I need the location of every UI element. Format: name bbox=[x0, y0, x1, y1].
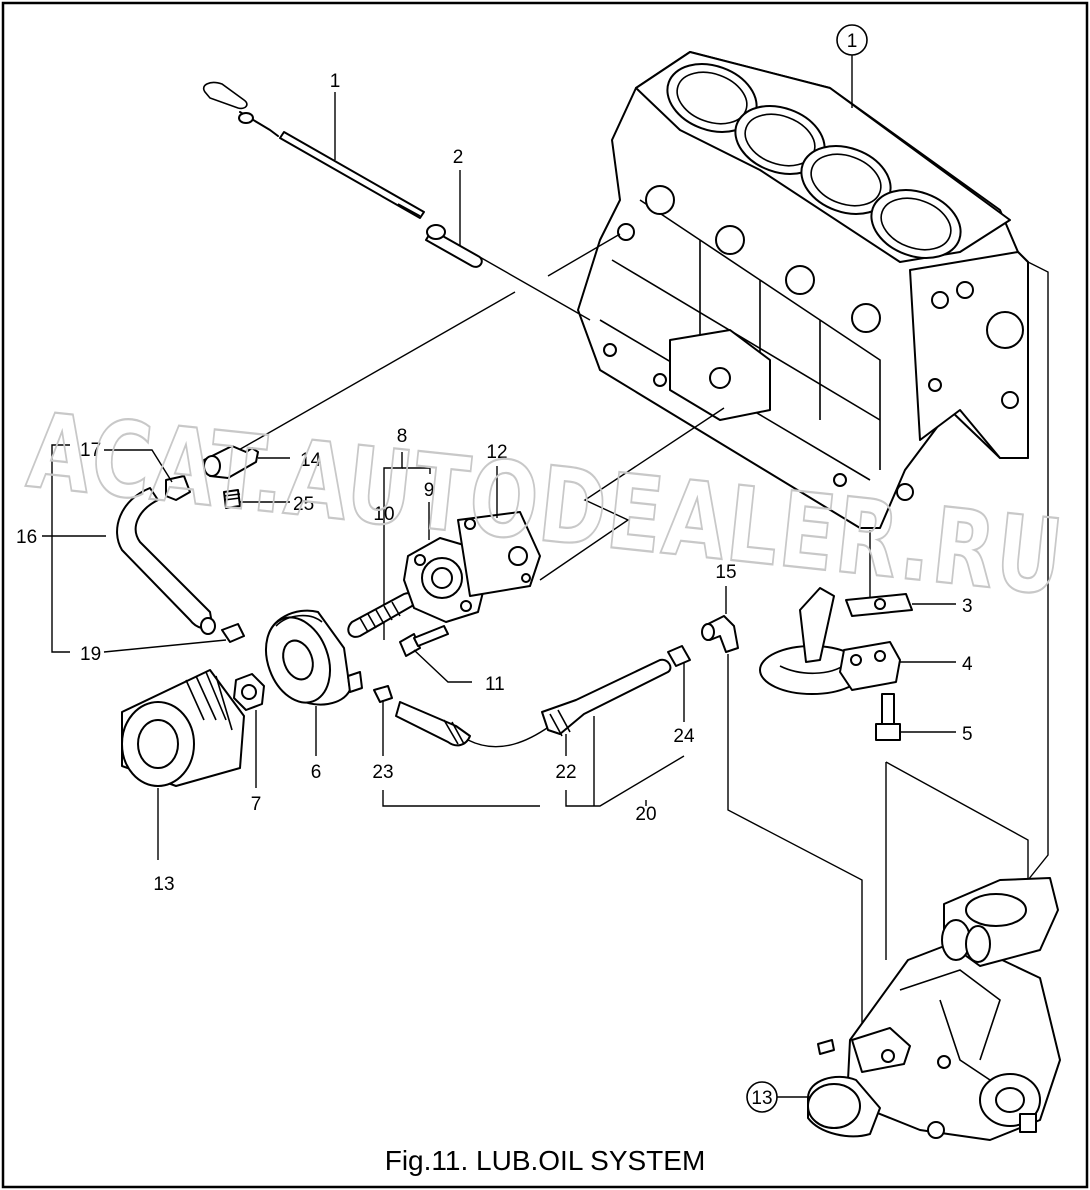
clip-24 bbox=[667, 645, 691, 667]
callout-13-label: 13 bbox=[751, 1088, 772, 1109]
bolt-11 bbox=[399, 625, 449, 657]
label-23: 23 bbox=[372, 762, 393, 783]
bolt-5 bbox=[875, 693, 901, 741]
dipstick bbox=[203, 81, 425, 219]
label-25: 25 bbox=[293, 494, 314, 515]
label-6: 6 bbox=[311, 762, 322, 783]
label-7: 7 bbox=[251, 794, 262, 815]
gasket-3 bbox=[845, 593, 913, 617]
spring-10 bbox=[347, 592, 416, 638]
label-1: 1 bbox=[330, 71, 341, 92]
label-15: 15 bbox=[715, 562, 736, 583]
label-11: 11 bbox=[485, 674, 505, 695]
label-4: 4 bbox=[962, 654, 973, 675]
clip-19 bbox=[221, 623, 245, 643]
bolt-25 bbox=[223, 489, 241, 509]
label-5: 5 bbox=[962, 724, 973, 745]
label-2: 2 bbox=[453, 147, 464, 168]
bracket-4 bbox=[839, 641, 901, 691]
oil-pump bbox=[807, 877, 1061, 1141]
label-19: 19 bbox=[80, 644, 101, 665]
oil-hose-22 bbox=[395, 658, 672, 748]
oil-pipe-16 bbox=[116, 487, 216, 635]
label-24: 24 bbox=[673, 726, 695, 747]
label-9: 9 bbox=[424, 480, 435, 501]
label-17: 17 bbox=[80, 440, 101, 461]
oil-filter-13 bbox=[121, 669, 245, 787]
label-8: 8 bbox=[397, 426, 408, 447]
figure-caption: Fig.11. LUB.OIL SYSTEM bbox=[384, 1145, 706, 1176]
label-20: 20 bbox=[635, 804, 656, 825]
label-14: 14 bbox=[300, 450, 322, 471]
callout-1-block: 1 bbox=[836, 24, 868, 108]
label-3: 3 bbox=[962, 596, 973, 617]
oil-cooler-6 bbox=[265, 609, 363, 706]
elbow-15 bbox=[701, 615, 739, 653]
label-16: 16 bbox=[16, 527, 37, 548]
cylinder-block bbox=[577, 51, 1029, 529]
label-12: 12 bbox=[486, 442, 507, 463]
callout-1-label: 1 bbox=[847, 31, 858, 52]
nut-7 bbox=[233, 673, 265, 711]
oil-strainer bbox=[759, 587, 865, 695]
dipstick-guide bbox=[425, 224, 483, 268]
label-22: 22 bbox=[555, 762, 576, 783]
label-10: 10 bbox=[373, 504, 394, 525]
callout-13-pump: 13 bbox=[746, 1081, 810, 1113]
gasket-12 bbox=[457, 511, 541, 597]
clip-23 bbox=[373, 685, 393, 703]
label-13: 13 bbox=[153, 874, 174, 895]
union-14 bbox=[203, 445, 259, 479]
